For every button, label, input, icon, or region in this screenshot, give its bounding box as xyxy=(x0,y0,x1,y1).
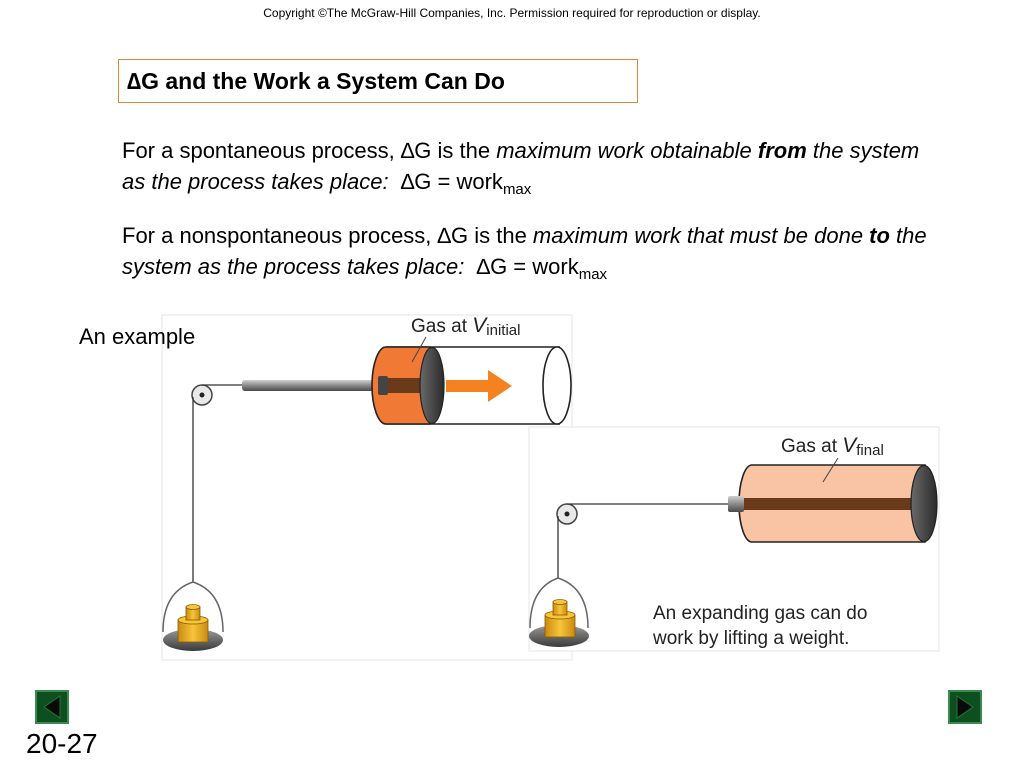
p1-delta: ∆ xyxy=(400,138,415,163)
piston xyxy=(419,346,445,425)
slide-title: ∆G and the Work a System Can Do xyxy=(118,59,638,103)
p1-italic-phrase: maximum work obtainable xyxy=(496,138,758,163)
p1-delta-2: ∆ xyxy=(400,169,415,194)
p1-italic-tail: the system as the process takes place: xyxy=(122,138,920,194)
p1-subscript-max: max xyxy=(502,181,532,198)
slide-number: 20-27 xyxy=(26,728,98,759)
p1-text-a: For a spontaneous process, xyxy=(122,138,401,163)
p2-subscript-max: max xyxy=(578,266,608,283)
p1-emphasis-from: from xyxy=(757,138,807,163)
p2-text-a: For a nonspontaneous process, xyxy=(122,223,438,248)
expansion-arrow-icon xyxy=(446,370,512,402)
copyright-notice: Copyright ©The McGraw-Hill Companies, In… xyxy=(263,6,761,20)
next-slide-button[interactable] xyxy=(948,690,982,724)
label-gas-final: Gas at Vfinal xyxy=(781,434,884,459)
final-state-panel: Gas at Vfinal An expanding gas can do wo… xyxy=(528,426,940,652)
nonspontaneous-paragraph: For a nonspontaneous process, ∆G is the … xyxy=(122,220,932,282)
piston-final xyxy=(910,464,938,543)
delta-symbol: ∆ xyxy=(127,67,142,94)
piston-rod xyxy=(242,380,390,391)
label-gas-initial: Gas at Vinitial xyxy=(411,314,520,339)
slide-title-text: G and the Work a System Can Do xyxy=(141,67,505,94)
triangle-right-icon xyxy=(956,695,974,719)
p1-text-b: G is the xyxy=(414,138,497,163)
spontaneous-paragraph: For a spontaneous process, ∆G is the max… xyxy=(122,135,932,197)
panel-frame-initial xyxy=(161,314,573,661)
figure-caption-line1: An expanding gas can do xyxy=(653,603,867,624)
cylinder-open-end xyxy=(542,346,572,425)
previous-slide-button[interactable] xyxy=(35,690,69,724)
p1-equation: G = work xyxy=(414,169,503,194)
figure-caption-line2: work by lifting a weight. xyxy=(652,628,849,649)
p2-delta: ∆ xyxy=(437,223,451,248)
example-label: An example xyxy=(79,324,196,349)
p2-emphasis-to: to xyxy=(869,223,890,248)
triangle-left-icon xyxy=(43,695,61,719)
p2-equation: G = work xyxy=(490,254,579,279)
weight-icon xyxy=(177,604,209,643)
p2-text-b: G is the xyxy=(451,223,533,248)
weight-icon-final xyxy=(544,599,576,638)
piston-rod-final xyxy=(730,498,920,510)
p2-italic-tail: the system as the process takes place: xyxy=(122,223,927,279)
p2-italic-phrase: maximum work that must be done xyxy=(532,223,870,248)
initial-state-panel: Gas at Vinitial xyxy=(161,314,573,661)
p2-delta-2: ∆ xyxy=(476,254,491,279)
